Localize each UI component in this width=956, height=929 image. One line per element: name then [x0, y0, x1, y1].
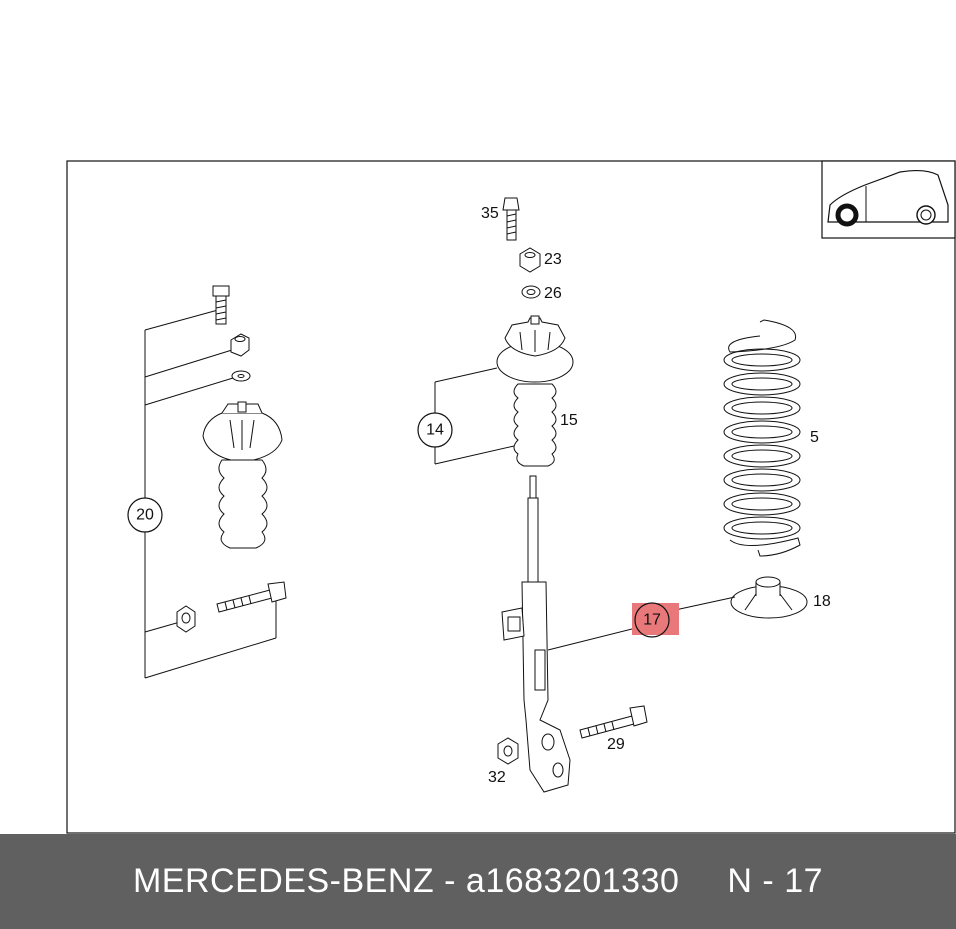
- callout-23: 23: [544, 251, 562, 268]
- callout-5: 5: [810, 429, 819, 446]
- left-nut: [230, 333, 250, 357]
- callout-14: 14: [417, 412, 453, 448]
- diagram-reference: N - 17: [727, 862, 824, 900]
- left-bolt: [212, 285, 230, 325]
- bump-stop-boot: [513, 383, 557, 467]
- brand-separator: -: [444, 862, 456, 900]
- svg-text:17: 17: [643, 612, 661, 629]
- svg-text:20: 20: [136, 507, 154, 524]
- diagram-frame: [66, 160, 956, 834]
- callout-leaders: [434, 367, 736, 651]
- left-lower-bolt: [216, 581, 287, 613]
- kit-20-bracket: [144, 309, 277, 679]
- bolt-29: [579, 705, 648, 739]
- callout-26: 26: [544, 285, 562, 302]
- callout-18: 18: [813, 593, 831, 610]
- callout-35: 35: [481, 205, 499, 222]
- washer-26: [521, 285, 541, 299]
- brand-name: MERCEDES-BENZ: [132, 862, 435, 900]
- coil-spring-5: [723, 319, 801, 557]
- left-washer: [231, 370, 251, 382]
- strut-rod: [527, 475, 539, 583]
- nut-32: [497, 737, 519, 765]
- left-strut-mount-with-boot: [202, 401, 283, 549]
- part-info-footer: MERCEDES-BENZ - a1683201330 N - 17: [0, 834, 956, 929]
- strut-top-mount: [496, 315, 574, 383]
- callout-32: 32: [488, 769, 506, 786]
- callout-20: 20: [127, 497, 163, 533]
- nut-23: [519, 247, 541, 273]
- spring-seat-18: [730, 576, 808, 619]
- svg-text:14: 14: [426, 422, 444, 439]
- strut-body: [501, 581, 571, 793]
- left-lower-nut: [176, 605, 196, 633]
- callout-17: 17: [634, 602, 670, 638]
- car-silhouette-icon: [821, 160, 956, 239]
- bolt-35: [502, 197, 520, 241]
- callout-29: 29: [607, 736, 625, 753]
- callout-15: 15: [560, 412, 578, 429]
- parts-diagram: 20 14 17 35 23 26 15 5 18 29 32: [66, 160, 956, 834]
- part-number: a1683201330: [465, 862, 680, 900]
